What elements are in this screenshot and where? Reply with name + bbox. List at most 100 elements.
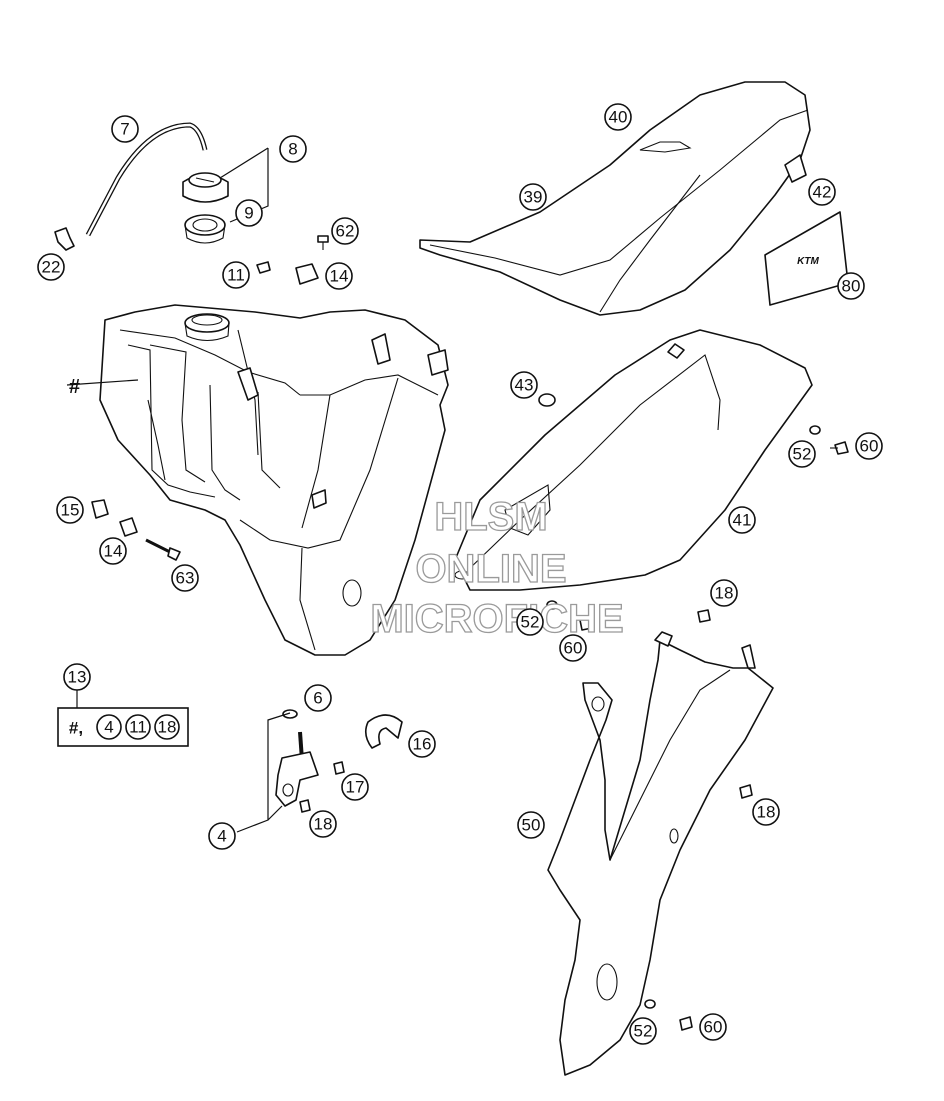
callout-11[interactable]: 11 [222,261,250,289]
spacer-14[interactable] [119,517,138,537]
spacer-14-top[interactable] [295,263,319,285]
oring-6[interactable] [282,709,298,719]
callout-17[interactable]: 17 [341,773,369,801]
svg-text:18: 18 [715,584,734,603]
svg-text:41: 41 [733,511,752,530]
svg-text:60: 60 [564,639,583,658]
callout-52-top[interactable]: 52 [788,440,816,468]
callout-50[interactable]: 50 [517,811,545,839]
bolt-62[interactable] [317,235,329,250]
callout-18-lower[interactable]: 18 [752,798,780,826]
fuel-cap[interactable] [182,172,229,203]
callout-63[interactable]: 63 [171,564,199,592]
bolt-18-right[interactable] [697,609,711,623]
cap-gasket[interactable] [184,214,226,244]
bolt-15[interactable] [91,499,109,519]
svg-text:22: 22 [42,258,61,277]
callout-9[interactable]: 9 [235,199,263,227]
kit-part-4: 4 [104,718,113,737]
fuel-hose-16[interactable] [364,714,403,749]
seat-decal[interactable]: KTM [764,211,849,306]
washer-52-mid[interactable] [546,600,558,610]
callout-16[interactable]: 16 [408,730,436,758]
callout-60-top[interactable]: 60 [855,432,883,460]
leader-lines [66,147,291,833]
callout-8[interactable]: 8 [279,135,307,163]
svg-text:14: 14 [104,542,123,561]
svg-text:HLSM: HLSM [434,495,547,539]
callout-40[interactable]: 40 [604,103,632,131]
callout-6[interactable]: 6 [304,684,332,712]
seat[interactable] [419,81,811,316]
bolt-60-mid[interactable] [579,617,593,631]
callout-15[interactable]: 15 [56,496,84,524]
callout-62[interactable]: 62 [331,217,359,245]
side-panel[interactable] [454,329,813,591]
svg-text:40: 40 [609,108,628,127]
elbow-fitting[interactable] [54,227,75,251]
callout-22[interactable]: 22 [37,253,65,281]
callout-4[interactable]: 4 [208,822,236,850]
tank-hash-label: # [69,376,80,398]
clip-17[interactable] [333,761,345,775]
lower-side-panel[interactable] [547,631,774,1076]
svg-text:MICROFICHE: MICROFICHE [370,597,623,641]
fuel-tap[interactable] [275,731,319,807]
watermark: HLSM ONLINE MICROFICHE [370,494,625,641]
screw-18-tap[interactable] [299,799,311,813]
callout-14-top[interactable]: 14 [325,262,353,290]
ktm-logo: KTM [797,256,819,267]
callout-52-mid[interactable]: 52 [516,608,544,636]
washer-52-bottom[interactable] [644,999,656,1009]
svg-text:39: 39 [524,188,543,207]
svg-text:43: 43 [515,376,534,395]
callout-52-bottom[interactable]: 52 [629,1017,657,1045]
svg-text:50: 50 [522,816,541,835]
callout-18-right[interactable]: 18 [710,579,738,607]
svg-text:13: 13 [68,668,87,687]
svg-text:62: 62 [336,222,355,241]
callout-42[interactable]: 42 [808,178,836,206]
fuel-tank[interactable] [99,304,449,656]
svg-text:18: 18 [314,815,333,834]
callout-41[interactable]: 41 [728,506,756,534]
callout-7[interactable]: 7 [111,115,139,143]
breather-hose[interactable] [85,122,208,237]
bolt-63[interactable] [145,538,181,561]
svg-text:14: 14 [330,267,349,286]
kit-part-18: 18 [158,718,177,737]
kit-box: #, 4 11 18 [57,707,189,747]
callout-43[interactable]: 43 [510,371,538,399]
callout-80[interactable]: 80 [837,272,865,300]
bolt-60-bottom[interactable] [679,1016,693,1031]
screw-11[interactable] [256,261,271,274]
callout-60-bottom[interactable]: 60 [699,1013,727,1041]
grommet-43[interactable] [538,393,556,407]
callout-13[interactable]: 13 [63,663,91,691]
callout-60-mid[interactable]: 60 [559,634,587,662]
svg-text:18: 18 [757,803,776,822]
svg-text:11: 11 [227,266,245,285]
bolt-60-top[interactable] [830,441,849,455]
svg-text:8: 8 [288,140,297,159]
svg-text:ONLINE: ONLINE [415,547,566,591]
svg-text:9: 9 [244,204,253,223]
bolt-18-lower[interactable] [739,784,753,799]
callout-39[interactable]: 39 [519,183,547,211]
svg-text:7: 7 [120,120,129,139]
svg-text:6: 6 [313,689,322,708]
svg-text:52: 52 [634,1022,653,1041]
svg-text:52: 52 [521,613,540,632]
svg-text:52: 52 [793,445,812,464]
svg-text:60: 60 [860,437,879,456]
svg-text:17: 17 [346,778,365,797]
kit-prefix: #, [69,719,83,738]
washer-52-top[interactable] [809,425,821,435]
svg-text:15: 15 [61,501,80,520]
svg-text:4: 4 [217,827,226,846]
callout-14[interactable]: 14 [99,537,127,565]
svg-text:42: 42 [813,183,832,202]
callout-18-tap[interactable]: 18 [309,810,337,838]
svg-text:60: 60 [704,1018,723,1037]
